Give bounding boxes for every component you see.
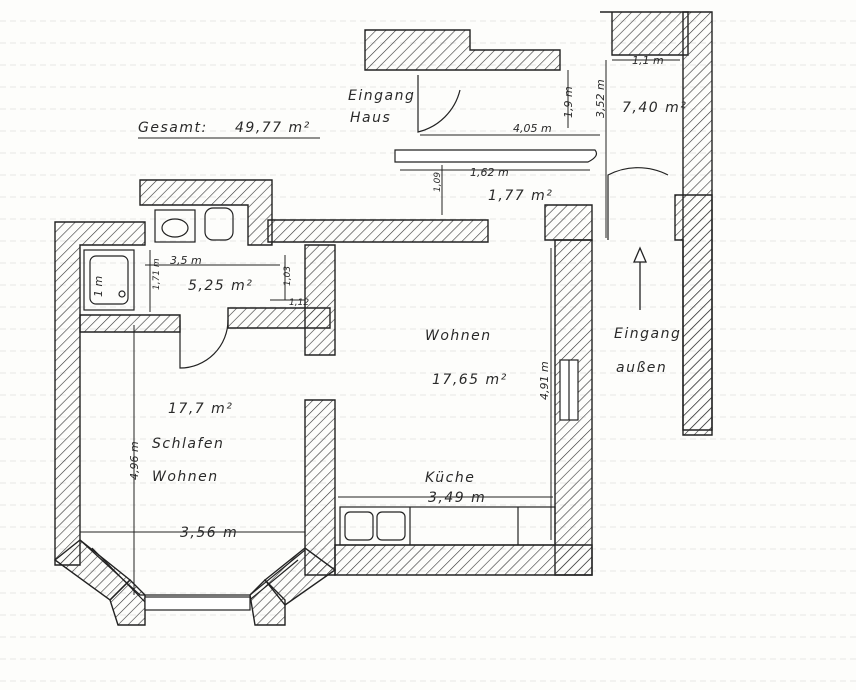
entrance-outside-line2: außen (616, 360, 667, 376)
dim-3-49m: 3,49 m (428, 490, 486, 506)
bath-fixtures (83, 207, 234, 311)
entrance-house-line2: Haus (350, 110, 391, 126)
kitchen-name: Küche (425, 470, 475, 486)
living-name: Wohnen (425, 328, 492, 344)
entrance-outside-line1: Eingang (614, 326, 681, 342)
entry-stair-area: 7,40 m² (622, 100, 687, 116)
kitchen-counter (339, 506, 556, 546)
doors (179, 75, 669, 369)
entrance-house-line1: Eingang (348, 88, 415, 104)
entrance-arrow (633, 246, 647, 310)
total-label: Gesamt: (138, 120, 208, 136)
window-right (559, 359, 579, 421)
dim-1m: 1 m (92, 276, 105, 297)
dim-1-9m: 1,9 m (562, 86, 575, 118)
dim-1-1m: 1,1 m (632, 54, 664, 67)
living-area: 17,65 m² (432, 372, 508, 388)
dim-3-5m: 3,5 m (170, 254, 202, 267)
dim-1-12: 1,12 (289, 298, 309, 308)
dim-1-09: 1,09 (433, 172, 443, 192)
total-value: 49,77 m² (235, 120, 311, 136)
bed-name-line1: Schlafen (152, 436, 224, 452)
dim-3-52m: 3,52 m (594, 79, 607, 118)
dim-3-56m: 3,56 m (180, 525, 238, 541)
dimension-lines (80, 59, 680, 595)
dim-4-91m: 4,91 m (538, 361, 551, 400)
bath-area: 5,25 m² (188, 278, 253, 294)
bed-area: 17,7 m² (168, 401, 233, 417)
dim-4-05m: 4,05 m (513, 122, 552, 135)
dim-4-96m: 4,96 m (128, 441, 141, 480)
dim-1-62m: 1,62 m (470, 166, 509, 179)
bay-window (79, 539, 306, 611)
hall-area: 1,77 m² (488, 188, 553, 204)
dim-1-71m: 1,71 m (152, 258, 162, 290)
bed-name-line2: Wohnen (152, 469, 219, 485)
dim-1-03: 1,03 (283, 266, 293, 286)
walls (53, 11, 713, 626)
